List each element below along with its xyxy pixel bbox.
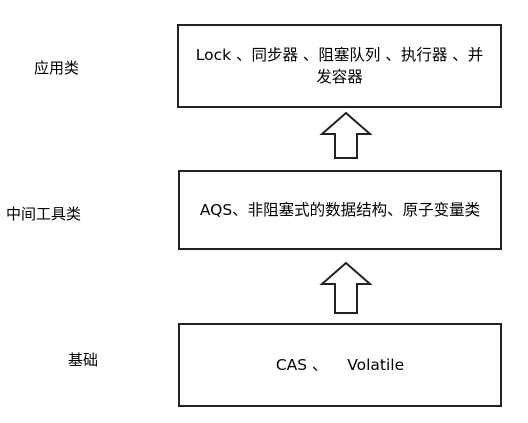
up-arrow-icon: [319, 111, 373, 159]
application-layer-box: Lock 、同步器 、阻塞队列 、执行器 、并发容器: [177, 24, 502, 108]
up-arrow-icon: [319, 261, 373, 314]
layer-label-middle-tools: 中间工具类: [6, 205, 82, 223]
foundation-layer-box: CAS 、 Volatile: [178, 323, 502, 407]
foundation-layer-text: CAS 、 Volatile: [275, 356, 405, 374]
layer-label-foundation: 基础: [68, 351, 99, 369]
layer-label-application: 应用类: [34, 59, 80, 77]
middle-tools-layer-box: AQS、非阻塞式的数据结构、原子变量类: [178, 170, 502, 250]
application-layer-text: Lock 、同步器 、阻塞队列 、执行器 、并发容器: [195, 46, 484, 86]
middle-tools-layer-text: AQS、非阻塞式的数据结构、原子变量类: [199, 201, 481, 219]
